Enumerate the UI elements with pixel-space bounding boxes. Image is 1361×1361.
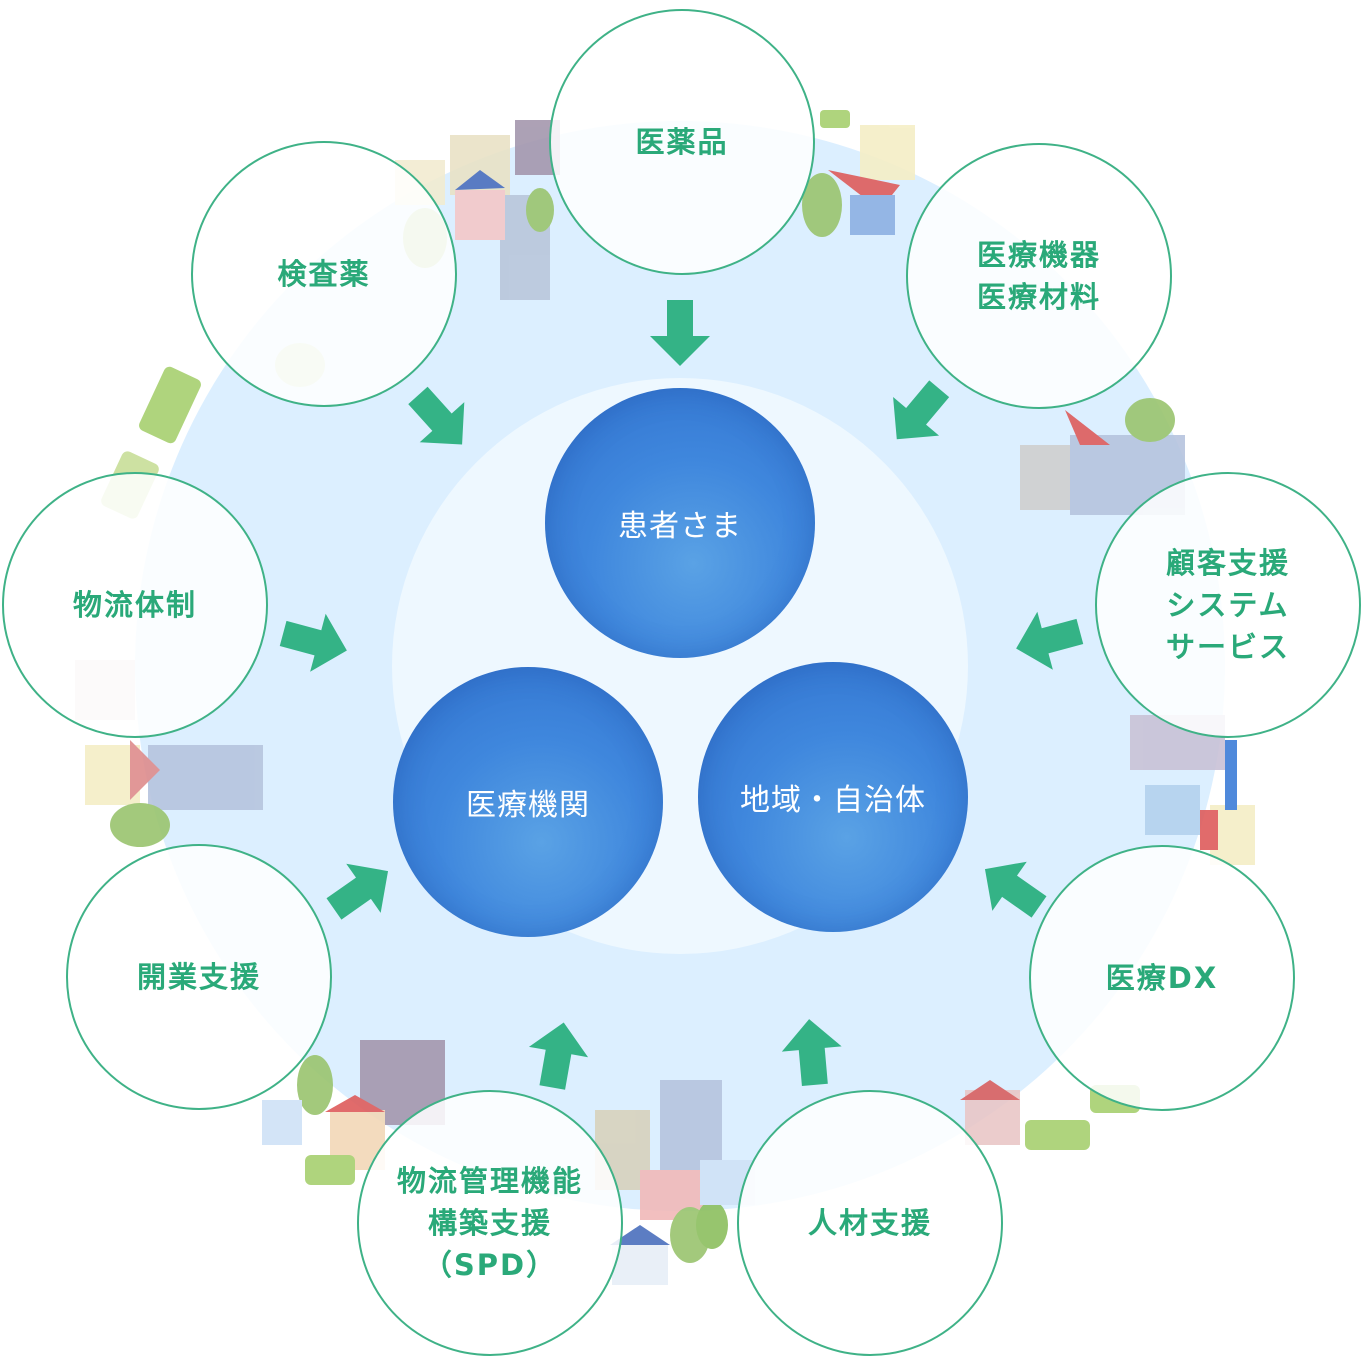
core-medical-institutions-label: 医療機関 (466, 788, 590, 823)
node-human-resources: 人材支援 (737, 1090, 1003, 1356)
core-community-municipality-label: 地域・自治体 (740, 783, 926, 818)
node-spd-label: 物流管理機能 構築支援 （SPD） (396, 1164, 583, 1282)
node-customer-support-system: 顧客支援 システム サービス (1095, 472, 1361, 738)
node-reagents: 検査薬 (191, 141, 457, 407)
node-reagents-label: 検査薬 (277, 257, 371, 291)
node-logistics-label: 物流体制 (72, 588, 197, 622)
node-medical-dx-label: 医療DX (1105, 961, 1219, 995)
core-community-municipality: 地域・自治体 (698, 662, 968, 932)
node-medical-devices: 医療機器 医療材料 (906, 143, 1172, 409)
node-human-resources-label: 人材支援 (807, 1206, 932, 1240)
node-opening-support: 開業支援 (66, 844, 332, 1110)
node-pharmaceuticals-label: 医薬品 (635, 125, 729, 159)
core-patients-label: 患者さま (618, 509, 742, 544)
node-customer-support-system-label: 顧客支援 システム サービス (1165, 546, 1290, 664)
node-medical-dx: 医療DX (1029, 845, 1295, 1111)
node-logistics: 物流体制 (2, 472, 268, 738)
node-medical-devices-label: 医療機器 医療材料 (976, 238, 1101, 314)
core-medical-institutions: 医療機関 (393, 667, 663, 937)
node-opening-support-label: 開業支援 (136, 960, 261, 994)
core-patients: 患者さま (545, 388, 815, 658)
node-pharmaceuticals: 医薬品 (549, 9, 815, 275)
node-spd: 物流管理機能 構築支援 （SPD） (357, 1090, 623, 1356)
